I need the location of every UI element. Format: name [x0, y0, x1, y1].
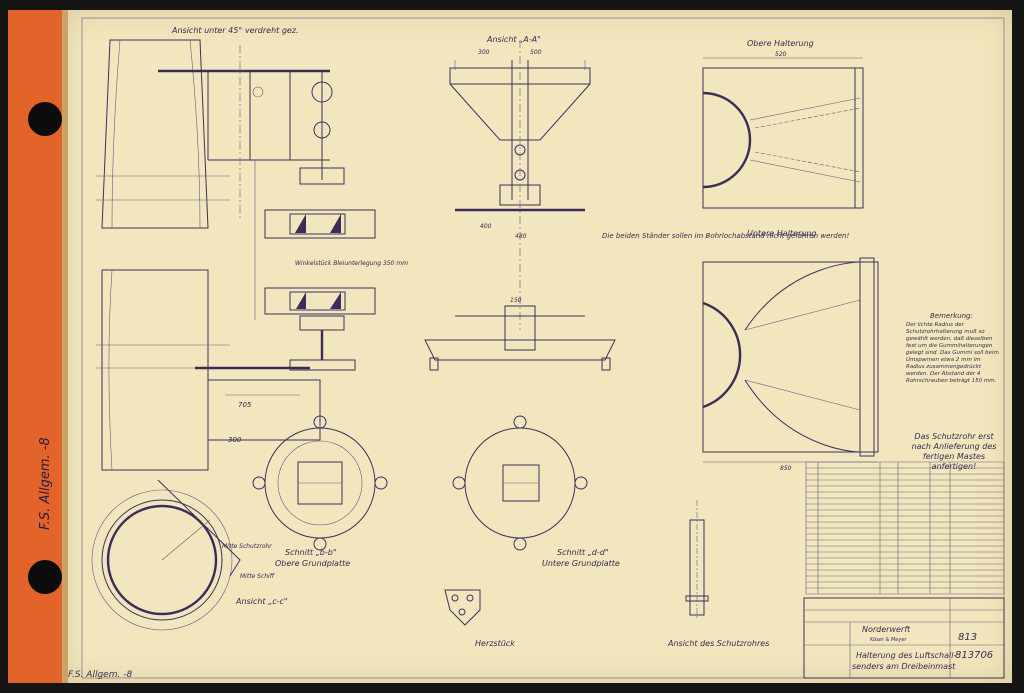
- label-schnitt-dd: Schnitt „d-d": [557, 548, 609, 557]
- view-obere-halterung: Obere Halterung 520: [702, 39, 864, 209]
- label-mitte-schiff: Mitte Schiff: [240, 573, 275, 580]
- label-ansicht-45: Ansicht unter 45° verdreht gez.: [171, 26, 299, 35]
- note-bemerkung: Bemerkung:: [930, 312, 973, 320]
- footer-label: F.S. Allgem. -8: [68, 670, 132, 680]
- label-ansicht-aa: Ansicht „A-A": [486, 35, 541, 44]
- view-ansicht-45: Ansicht unter 45° verdreht gez.: [96, 26, 376, 239]
- dim-400: 400: [480, 223, 492, 230]
- label-obere-halterung: Obere Halterung: [747, 39, 814, 48]
- bemerkung-body: Der lichte Radius der Schutzrohrhalterun…: [906, 322, 999, 384]
- binder-tab: F.S. Allgem. -8: [8, 10, 68, 683]
- punch-hole-bottom: [28, 560, 62, 594]
- view-schnitt-dd: Schnitt „d-d" Untere Grundplatte: [452, 415, 620, 568]
- dim-705: 705: [238, 401, 252, 409]
- title-company: Norderwerft: [862, 625, 911, 634]
- label-mitte-schutzrohr: Mitte Schutzrohr: [222, 543, 272, 550]
- note-staender-text: Die beiden Ständer sollen im Bohrlochabs…: [602, 232, 849, 240]
- sheet-border: [81, 17, 1005, 679]
- label-ansicht-schutzrohr: Ansicht des Schutzrohres: [667, 639, 769, 648]
- label-schnitt-bb: Schnitt „b-b": [285, 548, 337, 557]
- dim-520: 520: [775, 51, 787, 58]
- view-schnitt-bb: Schnitt „b-b" Obere Grundplatte: [252, 415, 388, 568]
- view-schutzrohr: Ansicht des Schutzrohres: [667, 500, 769, 648]
- dim-500-top: 500: [530, 49, 542, 56]
- view-untere-halterung: Untere Halterung 850: [702, 229, 879, 472]
- label-untere-halterung: Untere Halterung: [747, 229, 816, 238]
- view-ansicht-aa: 300 500 Ansicht „A-A" 400 480: [449, 35, 591, 330]
- view-lower-side: 705 300 Winkelstück Bleiunterlegung 350 …: [96, 160, 408, 471]
- dim-300-top: 300: [478, 49, 490, 56]
- note-staender: Die beiden Ständer sollen im Bohrlochabs…: [602, 232, 849, 240]
- dim-300-left: 300: [228, 436, 242, 444]
- label-obere-grundplatte: Obere Grundplatte: [275, 559, 350, 568]
- title-company-sub: Köser & Meyer: [870, 637, 907, 643]
- view-center-plate: 150: [424, 297, 616, 371]
- punch-hole-top: [28, 102, 62, 136]
- dim-150-center: 150: [510, 297, 522, 304]
- bemerkung-title: Bemerkung:: [930, 312, 973, 320]
- label-bleiunterlegung: Winkelstück Bleiunterlegung 350 mm: [295, 260, 408, 267]
- schutzrohr-note: Das Schutzrohr erst nach Anlieferung des…: [911, 432, 997, 471]
- dim-480: 480: [515, 233, 527, 240]
- view-ansicht-cc: Ansicht „c-c" Mitte Schutzrohr Mitte Sch…: [91, 479, 288, 631]
- title-line2: senders am Dreibeinmast: [852, 662, 956, 671]
- label-untere-grundplatte: Untere Grundplatte: [542, 559, 620, 568]
- drawing-sheet: [62, 10, 1012, 683]
- title-number-a: 813: [958, 632, 977, 643]
- title-number-b: 813706: [955, 650, 993, 661]
- title-line1: Halterung des Luftschall-: [856, 651, 956, 660]
- parts-list-table: [805, 461, 1005, 595]
- dim-850: 850: [780, 465, 792, 472]
- label-ansicht-cc: Ansicht „c-c": [235, 597, 288, 606]
- label-herzstueck: Herzstück: [475, 639, 515, 648]
- view-herzstueck: Herzstück: [444, 589, 515, 648]
- title-block: Norderwerft Köser & Meyer Halterung des …: [803, 597, 1005, 679]
